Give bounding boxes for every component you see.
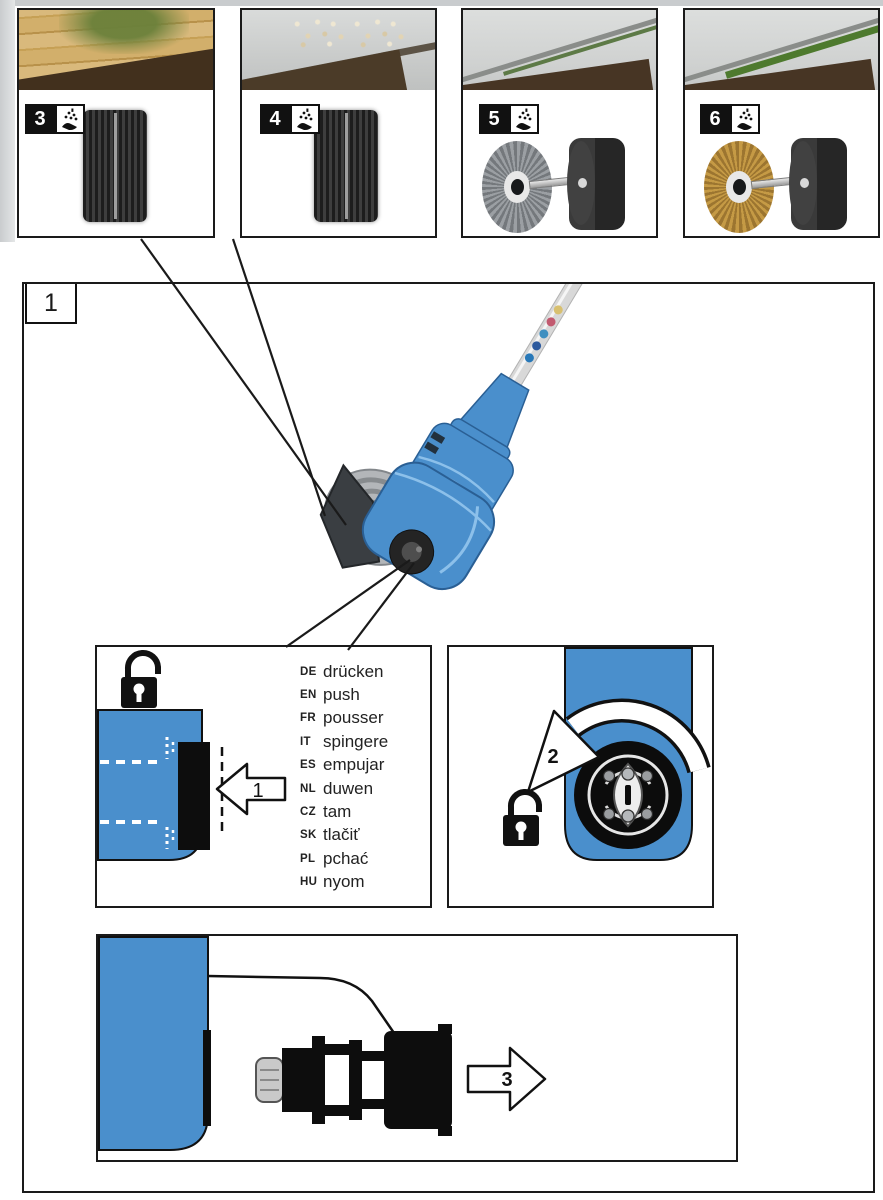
open-padlock-icon — [121, 649, 161, 708]
step-badge-6: 6 — [700, 104, 760, 134]
push-arrow-label: 1 — [252, 780, 263, 802]
step-badge-5: 5 — [479, 104, 539, 134]
push-arrow: 1 — [215, 762, 287, 816]
push-diagram: 1 — [97, 649, 287, 861]
paving-joint-weed-photo — [685, 10, 878, 90]
main-panel-1: 1 — [22, 282, 875, 1193]
moss-patch — [59, 10, 189, 54]
debris-sweep-icon — [55, 104, 85, 134]
step-badge-4: 4 — [260, 104, 320, 134]
badge-number: 4 — [260, 104, 290, 134]
next-step-arrow: 3 — [466, 1046, 547, 1112]
brush-center-hole — [732, 179, 746, 195]
mossy-wood-deck-photo — [19, 10, 213, 90]
rotate-instruction-panel: 2 — [447, 645, 714, 908]
callout-wire — [207, 974, 396, 1034]
attach-spindle-panel: 3 — [96, 934, 738, 1162]
drive-drum — [567, 138, 625, 230]
rotate-diagram: 2 — [503, 647, 711, 861]
release-button — [178, 742, 210, 850]
rotate-arrow: 2 — [526, 698, 711, 794]
scan-edge-top — [0, 0, 883, 6]
badge-number: 6 — [700, 104, 730, 134]
scan-edge-left — [0, 0, 15, 242]
brass-wire-joint-brush — [685, 10, 878, 236]
step-badge-1: 1 — [25, 284, 77, 324]
badge-number: 5 — [479, 104, 509, 134]
steel-wire-joint-brush — [463, 10, 656, 236]
brush-center-hole — [510, 179, 524, 195]
attach-diagram: 3 — [98, 936, 547, 1151]
mount-slot — [203, 1030, 211, 1126]
stone-slabs-grit-photo — [242, 10, 435, 90]
paving-joint-weed-photo — [463, 10, 656, 90]
attachment-panel-6: 6 — [683, 8, 880, 238]
drive-drum — [789, 138, 847, 230]
attachment-panel-5: 5 — [461, 8, 658, 238]
rotate-arrow-label: 2 — [547, 746, 558, 768]
debris-sweep-icon — [730, 104, 760, 134]
nylon-roller-brush — [83, 110, 147, 222]
hub-screws — [602, 769, 654, 821]
nylon-roller-brush — [314, 110, 378, 222]
tool-body-section — [98, 936, 209, 1151]
spindle-assembly — [255, 1024, 452, 1136]
debris-sweep-icon — [290, 104, 320, 134]
attachment-panel-4: 4 — [240, 8, 437, 238]
debris-sweep-icon — [509, 104, 539, 134]
attachment-panel-3: 3 — [17, 8, 215, 238]
open-padlock-icon — [503, 788, 542, 846]
locking-hub — [574, 741, 682, 849]
step-badge-3: 3 — [25, 104, 85, 134]
badge-number: 3 — [25, 104, 55, 134]
next-step-arrow-label: 3 — [501, 1069, 512, 1091]
